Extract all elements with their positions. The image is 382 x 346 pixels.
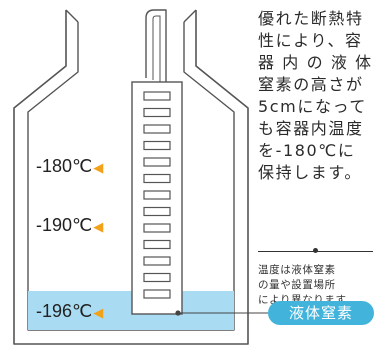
- canister-slot: [143, 157, 171, 167]
- arrow-left-icon: ◀: [93, 219, 104, 234]
- canister-slot: [143, 206, 171, 217]
- canister-slot: [143, 190, 171, 200]
- vessel-rim-left: [65, 9, 79, 23]
- arrow-left-icon: ◀: [93, 305, 104, 320]
- description-line: を-180℃に: [258, 141, 356, 160]
- description-line: 性により、容: [258, 31, 363, 50]
- canister-handle: [145, 9, 167, 82]
- note-line: の量や設置場所: [258, 279, 336, 291]
- canister-slot: [143, 272, 171, 283]
- temp-label-top: -180℃◀: [36, 156, 103, 177]
- vessel-outer-wall: [13, 10, 249, 345]
- description-text: 優れた断熱特 性により、容 器 内 の 液 体 窒素の高さが 5cmになって も…: [258, 8, 380, 184]
- canister-slot: [143, 91, 171, 101]
- canister-slot: [143, 239, 171, 250]
- canister-slot: [143, 173, 171, 184]
- liquid-nitrogen-label: 液体窒素: [268, 301, 374, 325]
- description-line: も容器内温度: [258, 119, 364, 138]
- liquid-leader-dot: [175, 310, 181, 316]
- temp-value-bottom: -196℃: [36, 301, 93, 321]
- canister-slot: [143, 124, 171, 134]
- canister-slot: [143, 256, 171, 266]
- temp-label-mid: -190℃◀: [36, 215, 103, 236]
- temp-value-top: -180℃: [36, 156, 93, 176]
- canister-handle-inner: [152, 15, 161, 82]
- temp-value-mid: -190℃: [36, 215, 93, 235]
- description-line: 器 内 の 液 体: [258, 53, 373, 72]
- description-line: 窒素の高さが: [258, 75, 364, 94]
- liquid-nitrogen: [28, 291, 234, 330]
- description-line: 優れた断熱特: [258, 9, 364, 28]
- description-line: 保持します。: [258, 163, 363, 182]
- canister-slot: [143, 223, 171, 233]
- description-line: 5cmになって: [258, 97, 367, 116]
- divider-dot: [313, 248, 318, 253]
- vessel-rim-right: [183, 9, 197, 23]
- arrow-left-icon: ◀: [93, 160, 104, 175]
- canister-slot: [143, 107, 171, 118]
- note-line: 温度は液体窒素: [258, 264, 336, 276]
- temp-label-bottom: -196℃◀: [36, 301, 103, 322]
- canister-slot: [143, 289, 171, 299]
- canister-slot: [143, 140, 171, 151]
- canister-slots: [143, 91, 171, 299]
